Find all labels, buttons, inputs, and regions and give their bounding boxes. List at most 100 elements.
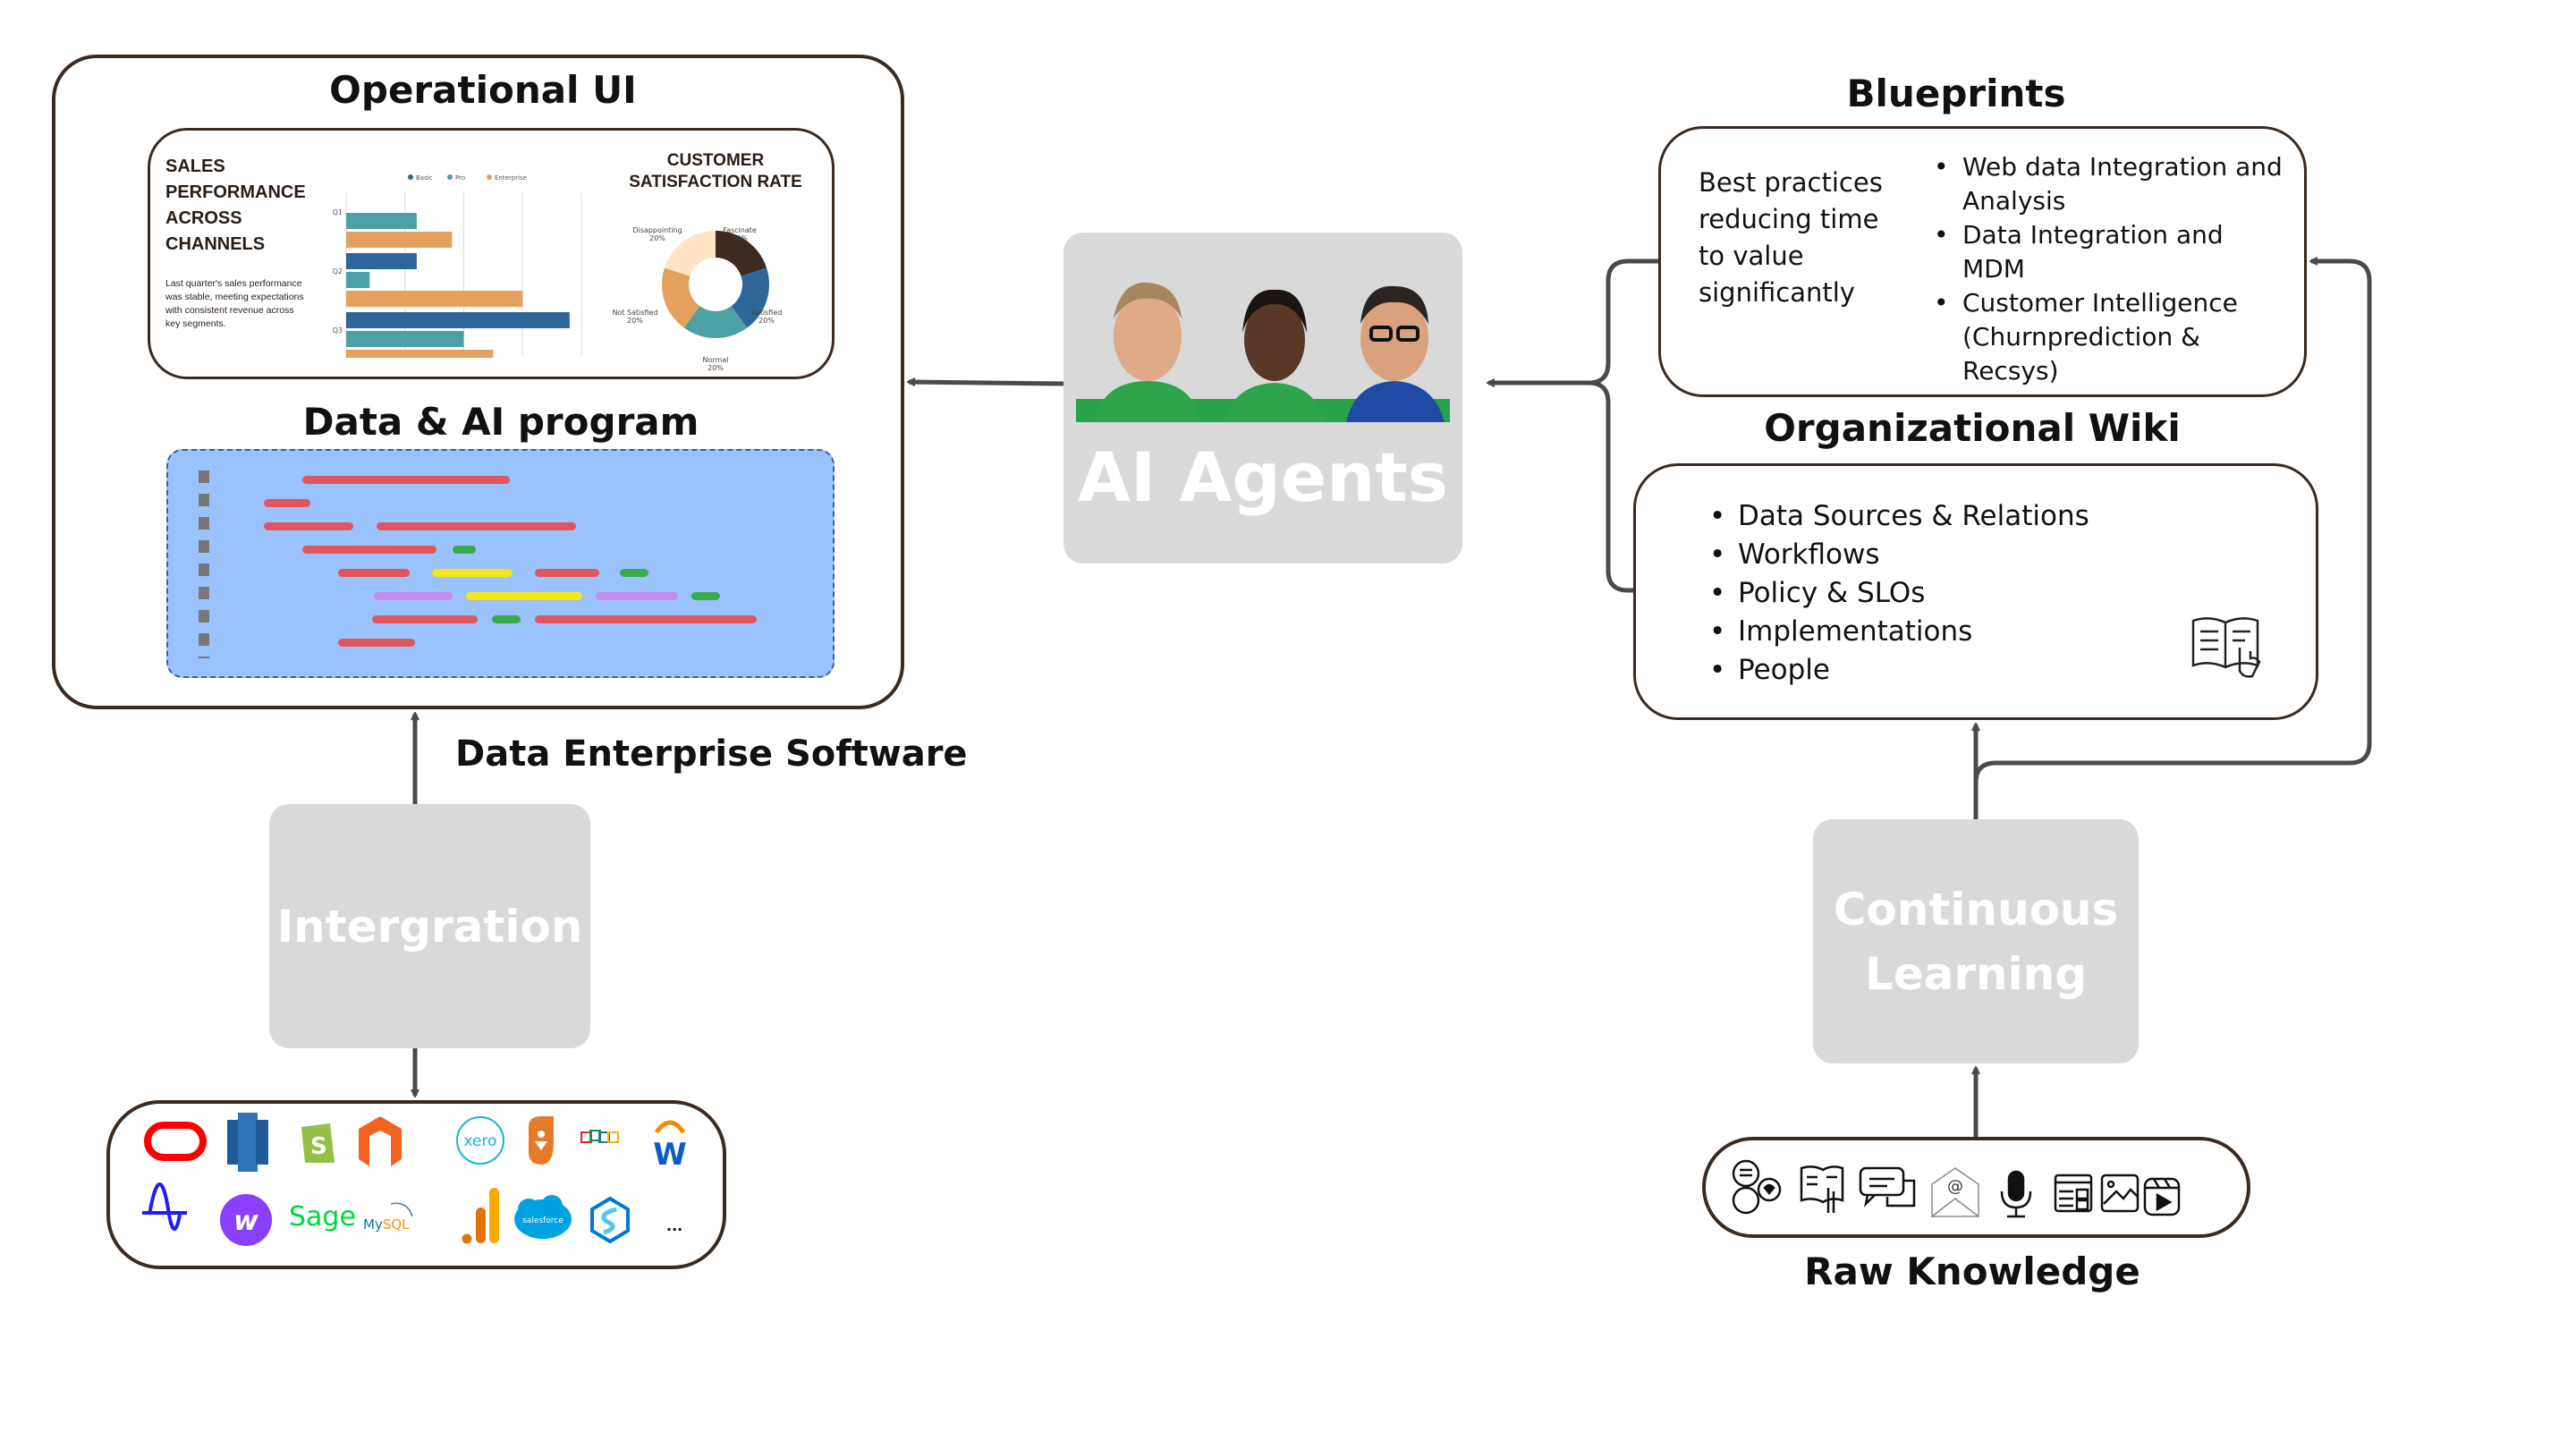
code-line: [338, 569, 410, 577]
slice-label: Normal: [703, 356, 729, 364]
blueprint-item: Web data Integration and Analysis: [1930, 150, 2288, 218]
donut-slice-fascinate: [716, 231, 767, 276]
sales-description: Last quarter's sales performance was sta…: [165, 277, 304, 331]
legend-marker: [408, 174, 413, 180]
agent-portrait-3: [1346, 285, 1445, 422]
blueprints-title: Blueprints: [1846, 72, 2066, 115]
donut-slice-normal: [683, 306, 748, 338]
microphone-icon: [2000, 1170, 2032, 1218]
org-wiki-list: Data Sources & Relations Workflows Polic…: [1706, 497, 2089, 690]
code-line: [691, 592, 720, 600]
desc-line: with consistent revenue across: [165, 305, 294, 316]
sales-title-line: ACROSS: [165, 208, 242, 228]
code-line: [264, 499, 310, 507]
svg-text:w: w: [233, 1206, 258, 1237]
continuous-learning-box: Continuous Learning: [1813, 819, 2139, 1063]
blueprint-item: Customer Intelligence (Churnprediction &…: [1930, 286, 2288, 388]
sales-title-line: SALES: [165, 157, 225, 176]
summary-line: significantly: [1699, 277, 1855, 308]
webpage-icon: [2054, 1174, 2093, 1213]
code-line: [374, 592, 453, 600]
category-label: Q2: [333, 267, 343, 275]
wiki-item: Data Sources & Relations: [1706, 497, 2089, 536]
mysql-logo: MySQL: [363, 1202, 413, 1233]
more-logos-ellipsis: ...: [666, 1217, 682, 1234]
ai-agents-box: AI Agents: [1063, 233, 1462, 564]
operational-ui-title: Operational UI: [329, 68, 637, 112]
book-read-icon: [2191, 617, 2261, 678]
legend-label: Pro: [455, 174, 465, 182]
code-line: [377, 522, 576, 530]
code-line: [492, 615, 521, 623]
wiki-item: Workflows: [1706, 536, 2089, 574]
donut-slice-satisfied: [731, 267, 769, 328]
svg-text:S: S: [310, 1133, 327, 1160]
bar-basic: [346, 253, 417, 269]
donut-slice-disappointing: [664, 231, 716, 276]
category-label: Q3: [333, 326, 343, 335]
webflow-logo: w: [220, 1194, 272, 1246]
code-line: [466, 592, 582, 600]
desc-line: key segments.: [165, 318, 226, 329]
bar-pro: [346, 331, 464, 347]
slice-label: Disappointing: [632, 226, 682, 234]
video-icon: [2143, 1177, 2181, 1216]
legend-label: Basic: [416, 174, 433, 182]
bar-basic: [346, 312, 570, 328]
code-line: [535, 569, 599, 577]
email-icon: @: [1931, 1167, 1979, 1217]
slice-value-label: 20%: [649, 234, 665, 242]
summary-line: to value: [1699, 241, 1804, 271]
blueprints-list: Web data Integration and Analysis Data I…: [1930, 150, 2288, 388]
software-logos-panel: [106, 1100, 726, 1269]
arrow-agents-to-operational-ui: [909, 382, 1064, 384]
xero-logo: xero: [456, 1116, 504, 1165]
arrow-learning-to-blueprints: [1973, 261, 2372, 784]
legend-marker: [447, 174, 453, 180]
donut-slice-not-satisfied: [662, 267, 700, 328]
code-line: [620, 569, 648, 577]
sales-bar-chart: 010203040Q1Q2Q3Q4BasicProEnterprise: [333, 174, 582, 358]
agent-portrait-1: [1094, 282, 1201, 422]
raw-knowledge-title: Raw Knowledge: [1804, 1250, 2140, 1293]
code-line: [302, 546, 436, 554]
code-line: [372, 615, 478, 623]
salesforce-logo: salesforce: [514, 1195, 572, 1239]
google-analytics-logo: [462, 1188, 499, 1244]
desc-line: was stable, meeting expectations: [165, 292, 304, 302]
blueprint-item: Data Integration and MDM: [1930, 218, 2288, 286]
svg-text:@: @: [1947, 1177, 1963, 1196]
code-line: [453, 546, 476, 554]
org-wiki-title: Organizational Wiki: [1764, 406, 2181, 450]
social-feedback-icon: [1732, 1159, 1782, 1215]
svg-text:MySQL: MySQL: [363, 1216, 410, 1233]
slice-label: Not Satisfied: [612, 309, 657, 317]
mysql-text: SQL: [383, 1216, 410, 1233]
software-logos: S xero W w Sage MySQL salesforce ...: [142, 1113, 687, 1246]
bar-pro: [346, 213, 417, 229]
data-enterprise-software-label: Data Enterprise Software: [455, 733, 968, 775]
pendo-logo: [529, 1116, 554, 1165]
bracket-knowledge-to-agents: [1588, 258, 1658, 593]
sage-text: Sage: [289, 1201, 356, 1233]
svg-text:W: W: [653, 1137, 687, 1173]
bar-enterprise: [346, 350, 494, 358]
amplitude-logo: [142, 1182, 187, 1231]
ai-agents-label: AI Agents: [1078, 437, 1448, 517]
continuous-learning-line: Continuous: [1833, 883, 2119, 936]
code-line: [338, 639, 415, 647]
wiki-item: Implementations: [1706, 613, 2089, 651]
bar-pro: [346, 272, 370, 288]
wiki-item: Policy & SLOs: [1706, 574, 2089, 613]
slice-label: Fascinate: [723, 226, 757, 234]
summary-line: reducing time: [1699, 204, 1879, 234]
desc-line: Last quarter's sales performance: [165, 278, 302, 289]
blueprints-summary: Best practices reducing time to value si…: [1699, 165, 1883, 311]
agent-portrait-2: [1224, 289, 1325, 422]
image-icon: [2100, 1174, 2140, 1213]
slice-value-label: 20%: [732, 234, 748, 242]
sales-title: SALES PERFORMANCE ACROSS CHANNELS: [165, 154, 306, 258]
csat-title-line: CUSTOMER: [666, 151, 765, 170]
azure-synapse-logo: [590, 1196, 630, 1244]
